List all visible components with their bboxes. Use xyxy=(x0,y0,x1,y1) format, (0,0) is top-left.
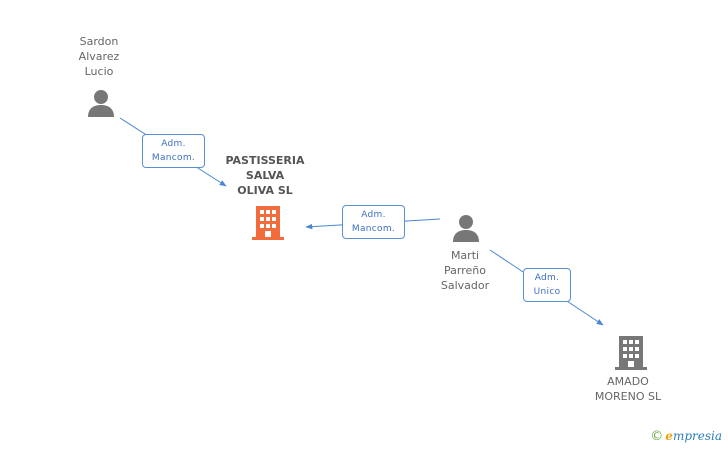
relation-label-adm-mancom[interactable]: Adm. Mancom. xyxy=(142,134,205,168)
name-line: AMADO xyxy=(607,375,649,388)
building-icon[interactable] xyxy=(615,334,647,370)
name-line: Sardon xyxy=(79,35,119,48)
name-line: Salvador xyxy=(440,279,490,292)
person-icon[interactable] xyxy=(451,213,481,243)
name-line: Parreño xyxy=(444,264,486,277)
name-line: Lucio xyxy=(84,65,114,78)
person-name-sardon[interactable]: Sardon Alvarez Lucio xyxy=(62,34,136,79)
name-line: Marti xyxy=(450,249,480,262)
building-icon[interactable] xyxy=(252,204,284,240)
name-line: OLIVA SL xyxy=(237,184,293,197)
name-line: MORENO SL xyxy=(594,390,662,403)
relation-line: Mancom. xyxy=(151,153,196,163)
relation-line: Unico xyxy=(533,287,561,297)
name-line: SALVA xyxy=(245,169,285,182)
name-line: PASTISSERIA xyxy=(225,154,305,167)
relation-label-adm-unico[interactable]: Adm. Unico xyxy=(523,268,571,302)
relation-line: Adm. xyxy=(361,210,386,220)
relation-line: Adm. xyxy=(161,139,186,149)
empresia-logo: ©empresia xyxy=(650,429,722,444)
copyright-symbol: © xyxy=(650,429,664,444)
company-name-amado[interactable]: AMADO MORENO SL xyxy=(588,374,668,404)
relation-line: Adm. xyxy=(534,273,560,283)
logo-e: e xyxy=(665,429,673,443)
person-icon[interactable] xyxy=(86,88,116,118)
person-name-marti[interactable]: Marti Parreño Salvador xyxy=(428,248,502,293)
relation-line: Mancom. xyxy=(351,224,396,234)
company-name-pastisseria[interactable]: PASTISSERIA SALVA OLIVA SL xyxy=(215,153,315,198)
logo-text: mpresia xyxy=(672,429,722,443)
name-line: Alvarez xyxy=(78,50,120,63)
relation-label-adm-mancom[interactable]: Adm. Mancom. xyxy=(342,205,405,239)
